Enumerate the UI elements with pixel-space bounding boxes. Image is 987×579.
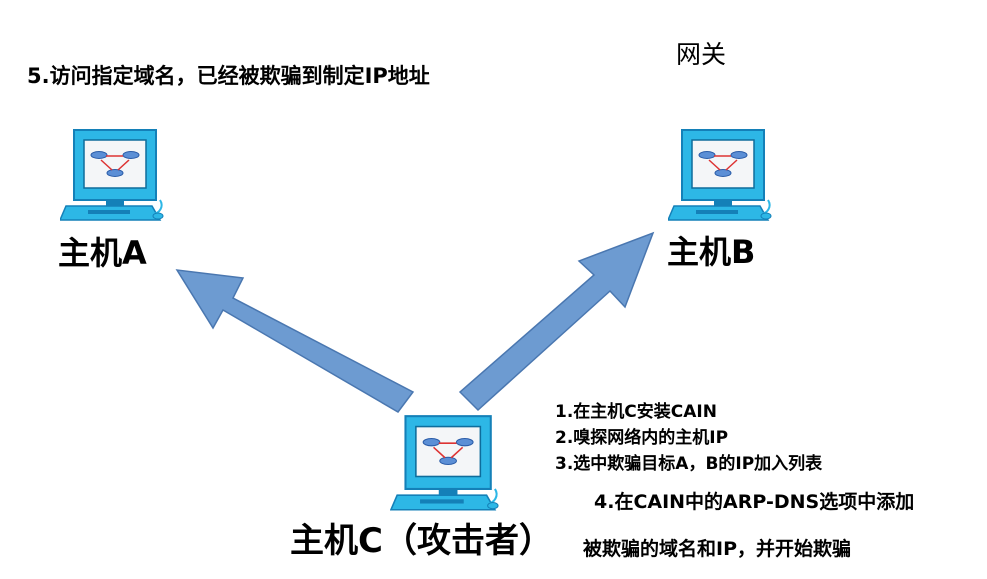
step-2: 2.嗅探网络内的主机IP	[555, 428, 729, 448]
host-b-label: 主机B	[667, 233, 756, 271]
host-a-label: 主机A	[58, 234, 147, 272]
arrow-c-to-a	[175, 269, 415, 413]
host-b-computer-icon	[668, 129, 772, 221]
gateway-label: 网关	[676, 40, 727, 69]
arrow-c-to-b	[458, 231, 655, 412]
host-c-label: 主机C（攻击者）	[290, 521, 553, 561]
step-1: 1.在主机C安装CAIN	[555, 402, 717, 422]
step-4-line-1: 4.在CAIN中的ARP-DNS选项中添加	[594, 491, 915, 513]
host-c-computer-icon	[390, 415, 499, 511]
step-4-line-2: 被欺骗的域名和IP，并开始欺骗	[583, 538, 851, 560]
host-a-computer-icon	[60, 129, 164, 221]
step-5-note: 5.访问指定域名，已经被欺骗到制定IP地址	[27, 64, 430, 88]
step-3: 3.选中欺骗目标A，B的IP加入列表	[555, 454, 823, 474]
